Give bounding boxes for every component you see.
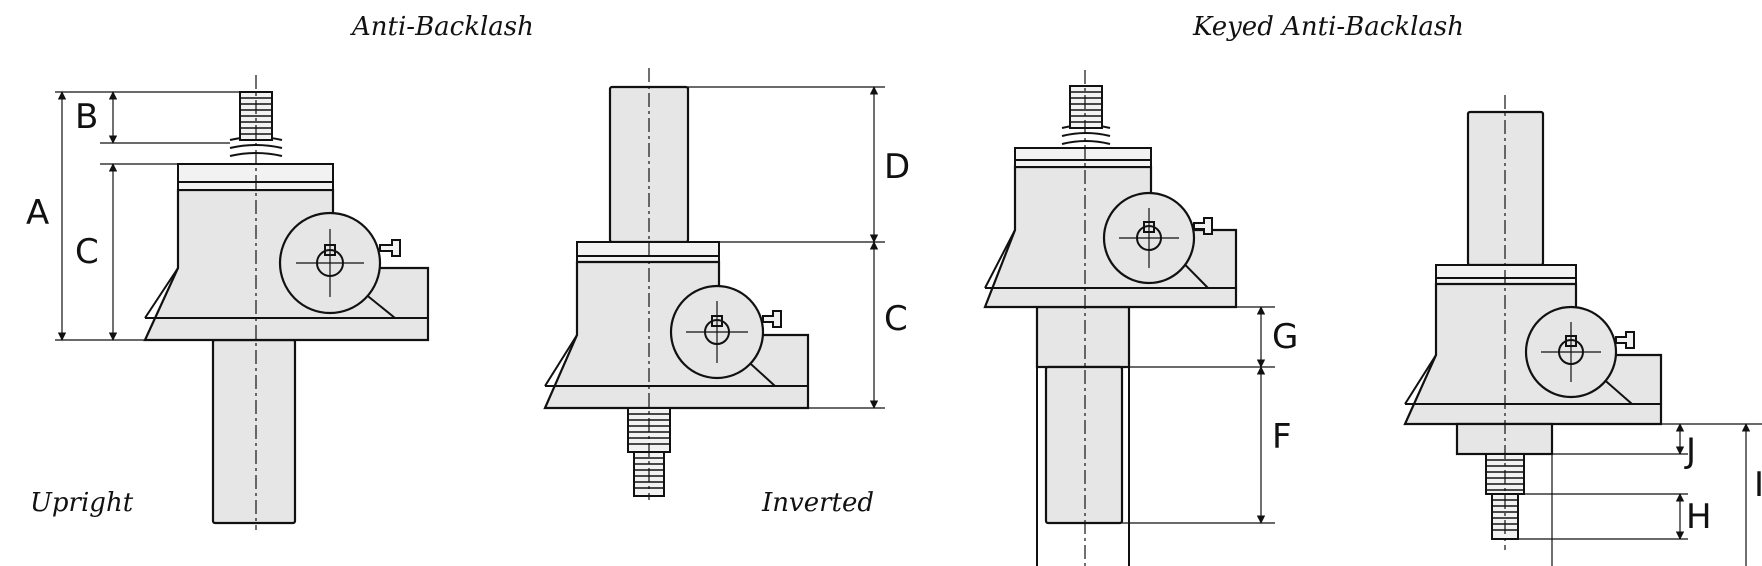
dim-label-d: D [884,147,911,187]
upright-lift-tube [211,338,297,525]
keyed-inverted-jack [1403,95,1663,550]
dim-label-j: J [1686,431,1697,471]
dim-label-c-upright: C [75,232,99,272]
inverted-jack [543,68,810,500]
inverted-grease-fitting [762,310,782,328]
keyed-upright-top-plate [1014,147,1152,168]
dim-label-a: A [26,193,50,233]
upright-dimensions [55,91,240,341]
inverted-dimensions [688,86,885,409]
dim-label-g: G [1272,317,1299,357]
keyed-upright-grease-fitting [1193,217,1213,235]
keyed-upright-lift-tube [1044,365,1124,525]
dim-label-c-inverted: C [884,299,908,339]
inverted-top-plate [576,241,720,263]
dim-label-partial-right: I [1754,468,1762,502]
caption-inverted: Inverted [762,488,874,518]
dim-label-b: B [75,97,99,137]
title-keyed-anti-backlash: Keyed Anti-Backlash [1193,12,1464,42]
dim-label-h: H [1686,497,1712,537]
keyed-inverted-grease-fitting [1615,331,1635,349]
caption-upright: Upright [30,488,134,518]
upright-jack [143,75,430,530]
keyed-inverted-top-plate [1435,264,1577,285]
dim-label-f: F [1272,417,1292,457]
upright-grease-fitting [379,239,401,257]
keyed-upright-screw [1069,85,1103,129]
title-anti-backlash: Anti-Backlash [352,12,534,42]
keyed-upright-dimensions [1122,306,1275,524]
keyed-upright-jack [983,70,1238,566]
keyed-inverted-dimensions [1518,423,1762,566]
keyed-upright-key-housing [1035,305,1131,369]
